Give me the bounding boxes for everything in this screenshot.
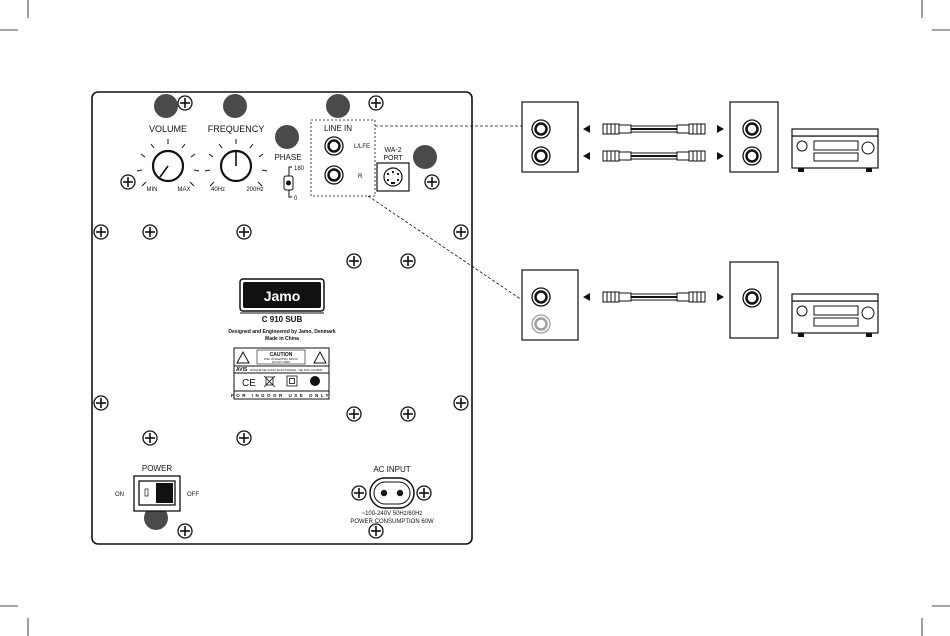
wa2-label-2: PORT [383,155,403,162]
rca-l-lfe-jack [323,135,345,157]
shock-warning-icon [236,350,250,364]
designed-by-text: Designed and Engineered by Jamo, Denmark [228,329,335,335]
brand-logo: Jamo [264,288,301,304]
cable-2 [583,150,724,162]
power-off-label: OFF [187,492,199,498]
wa2-label-1: WA-2 [384,147,401,154]
volume-min-label: MIN [147,187,158,193]
rca-r-jack [323,164,345,186]
leader-line-bottom [367,195,523,301]
caution-text-2: DO NOT OPEN [272,360,290,364]
line-in-label: LINE IN [324,124,352,133]
line-in-inputs: LINE IN L/LFE R [310,119,376,197]
line-in-l-label: L/LFE [354,144,370,150]
volume-max-label: MAX [177,187,190,193]
certification-icon [310,376,320,386]
ac-input: AC INPUT ~100-240V 50Hz/60Hz POWER CONSU… [350,465,434,525]
ce-mark-icon: CE [242,378,256,389]
frequency-max-label: 200Hz [246,187,263,193]
volume-label: VOLUME [149,124,187,134]
wa2-port: WA-2 PORT [376,147,410,192]
weee-bin-icon [263,375,276,388]
callout-power [144,506,168,530]
caution-title: CAUTION [270,352,293,358]
frequency-knob: FREQUENCY 40Hz 200Hz [204,124,268,193]
ac-input-label: AC INPUT [373,465,410,474]
power-on-label: ON [115,492,124,498]
power-switch: POWER ON OFF [115,464,199,512]
lfe-connection [521,261,879,341]
callout-wa2 [413,145,437,169]
model-name: C 910 SUB [262,315,303,324]
avis-label: AVIS [236,367,248,373]
callout-markers [144,94,437,530]
ac-voltage-text: ~100-240V 50Hz/60Hz [362,511,423,517]
back-panel [91,91,473,545]
double-insulation-icon [286,375,298,387]
brand-badge: Jamo C 910 SUB Designed and Engineered b… [228,278,336,342]
line-in-r-label: R [358,174,363,180]
avis-text: RISQUE DE CHOC ELECTRIQUE - NE PAS OUVRI… [250,368,323,372]
caution-label: CAUTION RISK OF ELECTRIC SHOCK DO NOT OP… [231,347,331,400]
frequency-label: FREQUENCY [208,124,265,134]
caution-text-1: RISK OF ELECTRIC SHOCK [264,357,298,361]
indoor-use-text: FOR INDOOR USE ONLY [231,393,331,398]
frequency-min-label: 40Hz [211,187,225,193]
volume-knob: VOLUME MIN MAX [136,124,200,193]
made-in-text: Made in China [265,336,299,342]
callout-line-in [326,94,350,118]
callout-phase [275,125,299,149]
av-receiver-1 [791,128,879,173]
av-receiver-2 [791,293,879,338]
callout-volume [154,94,178,118]
phase-180-label: 180 [294,166,305,172]
phase-0-label: 0 [294,196,298,202]
cable-1 [583,123,724,135]
power-label: POWER [142,464,172,473]
ac-consumption-text: POWER CONSUMPTION 60W [350,519,434,525]
cable-lfe [583,291,724,303]
exclamation-warning-icon [313,350,327,364]
phase-switch: PHASE 180 0 [274,153,304,202]
stereo-connection [521,101,879,173]
callout-frequency [223,94,247,118]
phase-label: PHASE [274,153,301,162]
